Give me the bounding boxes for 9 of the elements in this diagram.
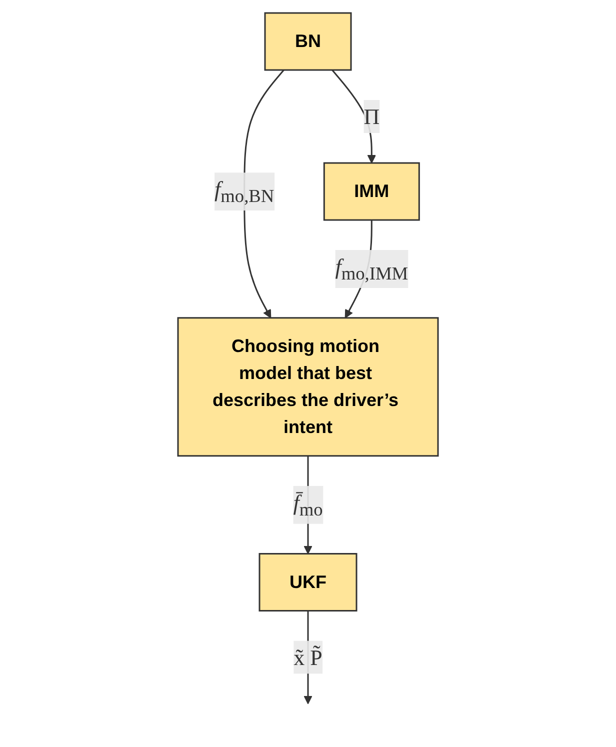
node-box: IMM xyxy=(323,162,420,221)
edge-label: f$_{mo,IMM}$ xyxy=(335,254,408,284)
edge-label: Π xyxy=(364,104,380,130)
edge-label: x̃ P̃ xyxy=(294,644,322,670)
edge-label: f̄$_{mo}$ xyxy=(293,490,323,520)
node-box: Choosing motion model that best describes the driver’s intent xyxy=(177,317,439,457)
edge-label: f$_{mo,BN}$ xyxy=(214,176,274,206)
node-box: BN xyxy=(264,12,352,71)
node-box: UKF xyxy=(258,553,358,612)
